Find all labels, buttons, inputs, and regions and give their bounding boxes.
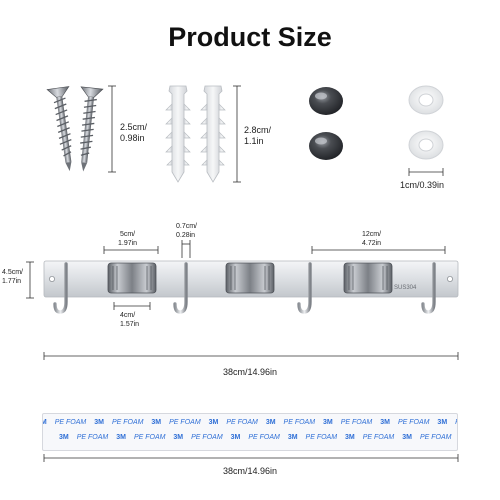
rack-stamp: SUS304 <box>394 285 417 291</box>
wall-anchor-icon <box>165 85 191 183</box>
rack-hook <box>297 262 312 314</box>
rack-clip <box>343 262 393 294</box>
screw-cap-icon <box>309 87 343 115</box>
rack-top-dimension-brackets <box>103 240 446 258</box>
rack-length-label: 38cm/14.96in <box>222 367 278 377</box>
rack-clip <box>225 262 275 294</box>
rack-length-bracket <box>43 352 459 360</box>
rack-hook <box>421 262 436 314</box>
screw-cap-icon <box>309 132 343 160</box>
washer-icon <box>408 130 444 160</box>
tape-length-label: 38cm/14.96in <box>222 466 278 476</box>
hook-gap-label: 0.7cm/ 0.28in <box>176 223 198 239</box>
tape-length-bracket <box>43 454 459 462</box>
washer-icon <box>408 85 444 115</box>
screw-dimension-label: 2.5cm/ 0.98in <box>120 122 148 143</box>
rack-inner-dimension-bracket <box>113 302 151 310</box>
rack-height-label: 4.5cm/ 1.77in <box>2 269 24 285</box>
rack-clip <box>107 262 157 294</box>
clip-width-label: 5cm/ 1.97in <box>118 231 138 247</box>
clip-spacing-label: 12cm/ 4.72in <box>362 231 382 247</box>
screw-icon <box>46 86 72 172</box>
rack-height-bracket <box>26 261 34 299</box>
clip-inner-label: 4cm/ 1.57in <box>120 312 140 328</box>
rack-hook <box>53 262 68 314</box>
screw-icon <box>80 86 104 172</box>
washer-dimension-label: 1cm/0.39in <box>400 180 445 190</box>
page-title: Product Size <box>168 22 332 52</box>
anchor-dimension-bracket <box>233 85 241 183</box>
wall-anchor-icon <box>200 85 226 183</box>
rack-hook <box>173 262 188 314</box>
washer-dimension-bracket <box>408 168 444 176</box>
anchor-dimension-label: 2.8cm/ 1.1in <box>244 125 272 146</box>
screw-dimension-bracket <box>108 85 116 173</box>
